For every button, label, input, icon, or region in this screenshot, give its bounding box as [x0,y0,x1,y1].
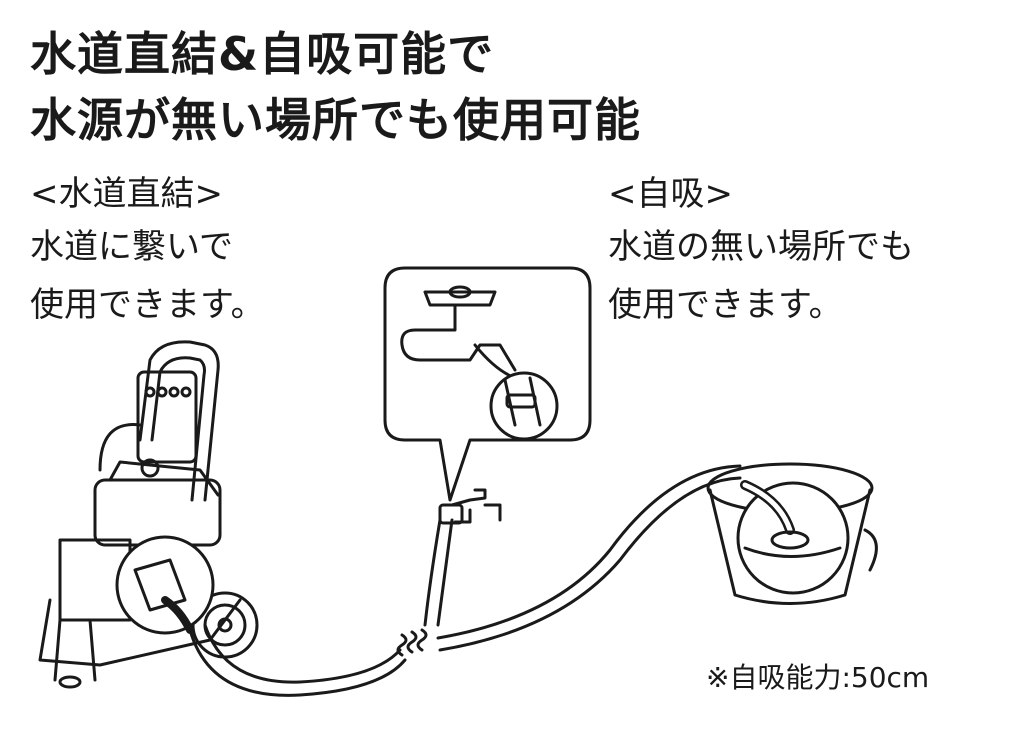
hose-illustration [188,464,742,697]
right-text-line1: 水道の無い場所でも [608,227,914,267]
left-text-line2: 使用できます。 [30,285,265,325]
headline-line2: 水源が無い場所でも使用可能 [30,93,641,147]
left-text-line1: 水道に繋いで [30,227,233,267]
bucket-illustration [706,462,878,605]
right-text-line2: 使用できます。 [608,285,843,325]
faucet-callout-bubble [383,266,592,502]
left-heading: <水道直結> [30,174,223,214]
footnote: ※自吸能力:50cm [706,661,930,694]
right-heading: <自吸> [608,174,733,214]
pressure-washer-illustration [38,340,259,689]
headline-line1: 水道直結&自吸可能で [30,27,495,81]
faucet-illustration [438,488,502,525]
